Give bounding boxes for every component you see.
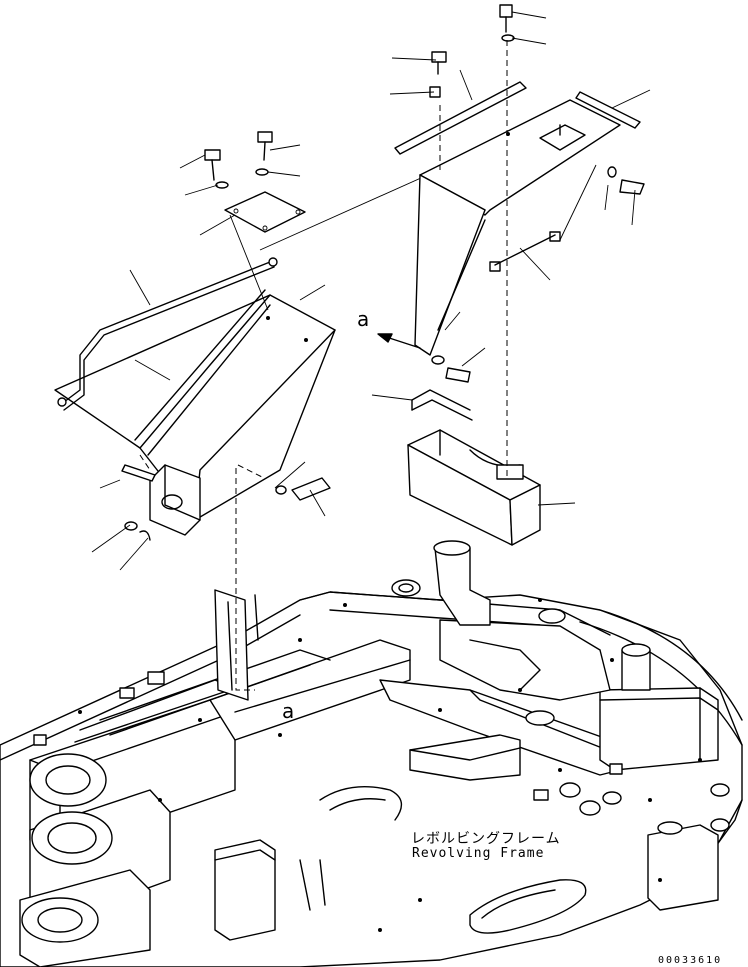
- revolving-frame: [0, 540, 743, 967]
- drawing-number: 00033610: [658, 955, 723, 966]
- right-cover-assembly: [377, 4, 645, 546]
- revolving-frame-label-en: Revolving Frame: [410, 846, 547, 861]
- reference-mark-a: a: [357, 307, 370, 331]
- reference-mark-a-frame: a: [282, 699, 295, 723]
- callout-leaders: [91, 11, 651, 571]
- revolving-frame-label-jp: レボルビングフレーム: [409, 828, 563, 848]
- left-cover-assembly: [54, 131, 451, 691]
